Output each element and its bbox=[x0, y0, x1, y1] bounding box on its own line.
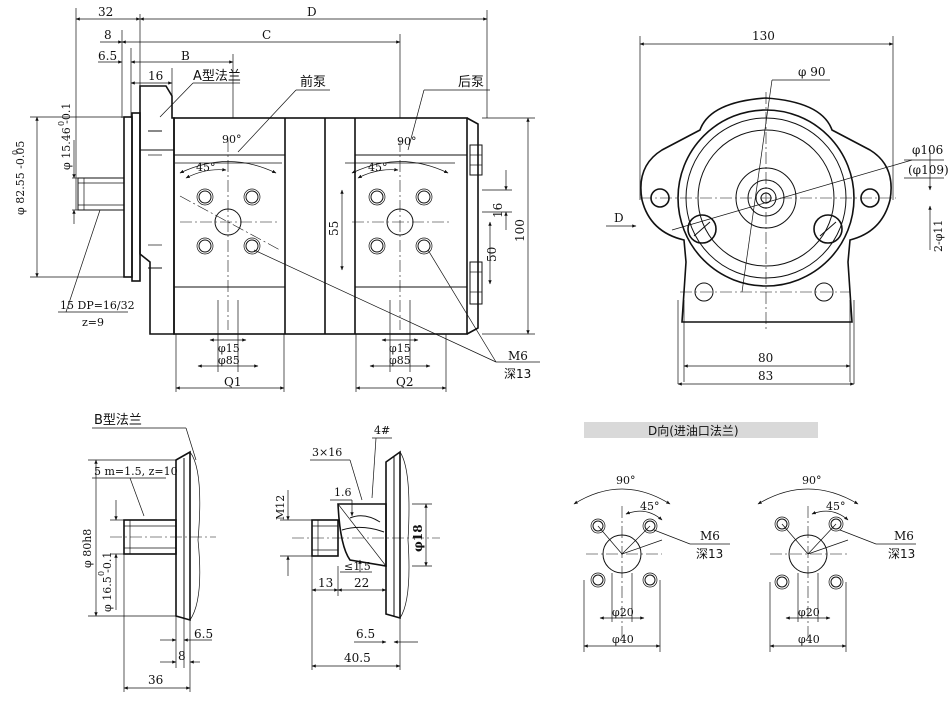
dim-100: 100 bbox=[513, 219, 527, 242]
dim-phi-15-46: φ 15.46 -0.1 bbox=[60, 103, 73, 170]
dim-1-6: 1.6 bbox=[334, 486, 352, 499]
dim-6-5: 6.5 bbox=[98, 49, 117, 63]
dim-phi-82-55-upper: 0 bbox=[11, 150, 20, 155]
dim-6-5-key: 6.5 bbox=[356, 627, 375, 641]
dim-3x16: 3×16 bbox=[312, 446, 342, 459]
mounting-flange-a bbox=[123, 85, 175, 335]
d-left-phi-20: φ20 bbox=[612, 606, 634, 619]
d-left-phi-40: φ40 bbox=[612, 633, 634, 646]
dim-phi15-rear: φ15 bbox=[389, 342, 411, 355]
d-view-left-pattern bbox=[573, 488, 730, 652]
d-left-angle-45: 45° bbox=[640, 500, 660, 513]
pump-top-view: 32 D 8 C 6.5 B 16 A型法兰 前泵 后泵 bbox=[11, 5, 540, 392]
thread-m6: M6 bbox=[508, 349, 528, 363]
d-right-angle-90: 90° bbox=[802, 474, 822, 487]
dim-130: 130 bbox=[752, 29, 775, 43]
dim-D: D bbox=[307, 5, 317, 19]
vertical-dimension-lines bbox=[30, 116, 535, 335]
dim-22: 22 bbox=[354, 576, 369, 590]
flange-b-label: B型法兰 bbox=[94, 413, 142, 428]
top-dimension-lines bbox=[75, 8, 488, 210]
rear-pump-label: 后泵 bbox=[458, 75, 484, 90]
dim-phi-18: φ18 bbox=[411, 524, 425, 552]
d-view-right-pattern bbox=[757, 488, 916, 652]
bottom-dimension-lines bbox=[175, 249, 540, 392]
flange-a-label: A型法兰 bbox=[193, 69, 241, 84]
dim-36: 36 bbox=[148, 673, 163, 687]
dim-8: 8 bbox=[104, 28, 112, 42]
dim-le-1-5: ≤1.5 bbox=[344, 560, 371, 573]
front-pump-label: 前泵 bbox=[300, 74, 326, 90]
dim-13: 13 bbox=[318, 576, 333, 590]
dim-16: 16 bbox=[148, 69, 163, 83]
dim-phi-80h8: φ 80h8 bbox=[81, 529, 94, 568]
dim-phi85-front: φ85 bbox=[218, 354, 240, 367]
dim-phi-90: φ 90 bbox=[798, 65, 826, 79]
dim-2-phi-11: 2-φ11 bbox=[932, 220, 945, 252]
d-right-depth-13: 深13 bbox=[888, 547, 915, 561]
flange-b-view: B型法兰 5 m=1.5, z=10 φ 80h8 φ 16.5 -0.1 0 bbox=[81, 413, 216, 692]
d-left-angle-90: 90° bbox=[616, 474, 636, 487]
d-right-thread-m6: M6 bbox=[894, 529, 914, 543]
dim-8-b: 8 bbox=[178, 649, 186, 663]
angle-45-rear: 45° bbox=[368, 161, 388, 174]
rear-port-pattern bbox=[345, 140, 455, 330]
flange-b-gear-spec: 5 m=1.5, z=10 bbox=[94, 465, 178, 478]
dim-phi-16-5: φ 16.5 -0.1 bbox=[101, 552, 114, 612]
spline-spec: 15 DP=16/32 bbox=[60, 299, 135, 312]
dim-B: B bbox=[181, 49, 190, 63]
dim-phi-16-5-upper: 0 bbox=[97, 571, 106, 576]
dim-16-rear: 16 bbox=[491, 203, 505, 218]
d-view: D向(进油口法兰) 90° 45° M6 深13 bbox=[573, 422, 916, 652]
dim-C: C bbox=[262, 28, 271, 42]
dim-50: 50 bbox=[485, 247, 499, 262]
dim-phi85-rear: φ85 bbox=[389, 354, 411, 367]
key-number: 4# bbox=[374, 424, 390, 437]
angle-90-rear: 90° bbox=[397, 135, 417, 148]
d-right-angle-45: 45° bbox=[826, 500, 846, 513]
dim-83: 83 bbox=[758, 369, 773, 383]
front-port-pattern bbox=[175, 140, 282, 330]
pump-side-view: 130 φ 90 φ106 (φ109) 2-φ11 D bbox=[606, 29, 949, 386]
flow-q2: Q2 bbox=[396, 375, 413, 389]
d-view-title: D向(进油口法兰) bbox=[648, 423, 739, 438]
keyed-shaft-view: 3×16 4# M12 1.6 φ18 ≤1.5 bbox=[274, 424, 440, 670]
flow-q1: Q1 bbox=[224, 375, 241, 389]
dim-phi-109: (φ109) bbox=[908, 163, 949, 177]
dim-80: 80 bbox=[758, 351, 773, 365]
d-left-depth-13: 深13 bbox=[696, 547, 723, 561]
d-right-phi-20: φ20 bbox=[798, 606, 820, 619]
dim-phi-82-55: φ 82.55 -0.05 bbox=[14, 141, 27, 215]
thread-m12: M12 bbox=[274, 495, 287, 520]
dim-phi-15-46-upper: 0 bbox=[57, 121, 66, 126]
dim-55: 55 bbox=[327, 221, 341, 236]
angle-90-front: 90° bbox=[222, 133, 242, 146]
dim-40-5: 40.5 bbox=[344, 651, 371, 665]
direction-d-marker: D bbox=[614, 211, 624, 225]
drive-shaft bbox=[77, 177, 125, 211]
pump-body bbox=[140, 117, 483, 335]
thread-depth-13: 深13 bbox=[504, 367, 531, 381]
d-right-phi-40: φ40 bbox=[798, 633, 820, 646]
dim-6-5-b: 6.5 bbox=[194, 627, 213, 641]
dim-phi15-front: φ15 bbox=[218, 342, 240, 355]
spline-z: z=9 bbox=[82, 316, 104, 329]
dim-32: 32 bbox=[98, 5, 113, 19]
angle-45-front: 45° bbox=[196, 161, 216, 174]
d-left-thread-m6: M6 bbox=[700, 529, 720, 543]
dim-phi-106: φ106 bbox=[912, 143, 943, 157]
